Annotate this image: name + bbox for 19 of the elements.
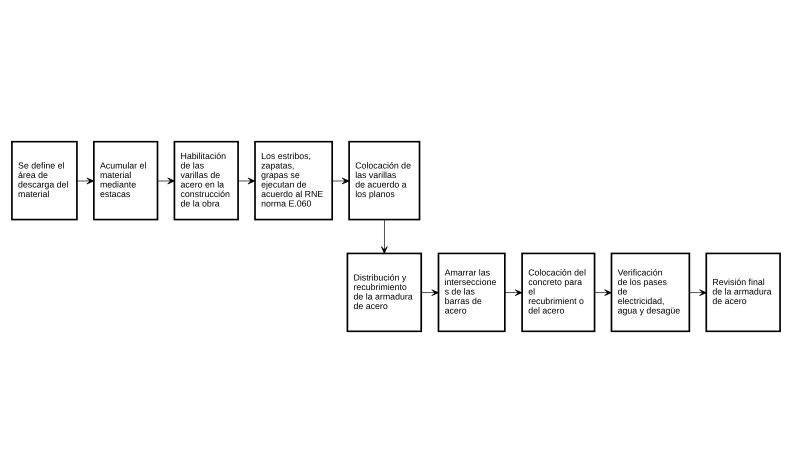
arrow [504, 289, 522, 296]
node-box: Verificación de los pases de electricidad, agua y desagüe [610, 252, 690, 332]
node-box: Amarrar las interseccione s de las barras de acero [438, 252, 506, 332]
node-box: Distribución y recubrimiento de la armadura de acero [346, 252, 422, 332]
node-box: Colocación de las varillas de acuerdo a los planos [348, 140, 420, 220]
node-box: Colocación del concreto para el recubrimient o del acero [521, 252, 596, 332]
arrow [238, 178, 256, 184]
arrow [157, 178, 175, 184]
node-box: Revisión final de la armadura de acero [705, 252, 781, 332]
arrow [594, 289, 612, 296]
node-box: Acumular el material mediante estacas [93, 140, 158, 220]
arrow [689, 289, 707, 296]
node-box: Habilitación de las varillas de acero en la construcción de la obra [174, 140, 239, 220]
arrow [332, 178, 350, 184]
node-box: Se define el área de descarga del material [11, 140, 78, 220]
node-box: Los estribos, zapatas, grapas se ejecutan de acuerdo al RNE norma E.060 [254, 140, 334, 220]
arrow [76, 178, 94, 184]
arrow [421, 289, 439, 296]
arrow [380, 219, 388, 254]
